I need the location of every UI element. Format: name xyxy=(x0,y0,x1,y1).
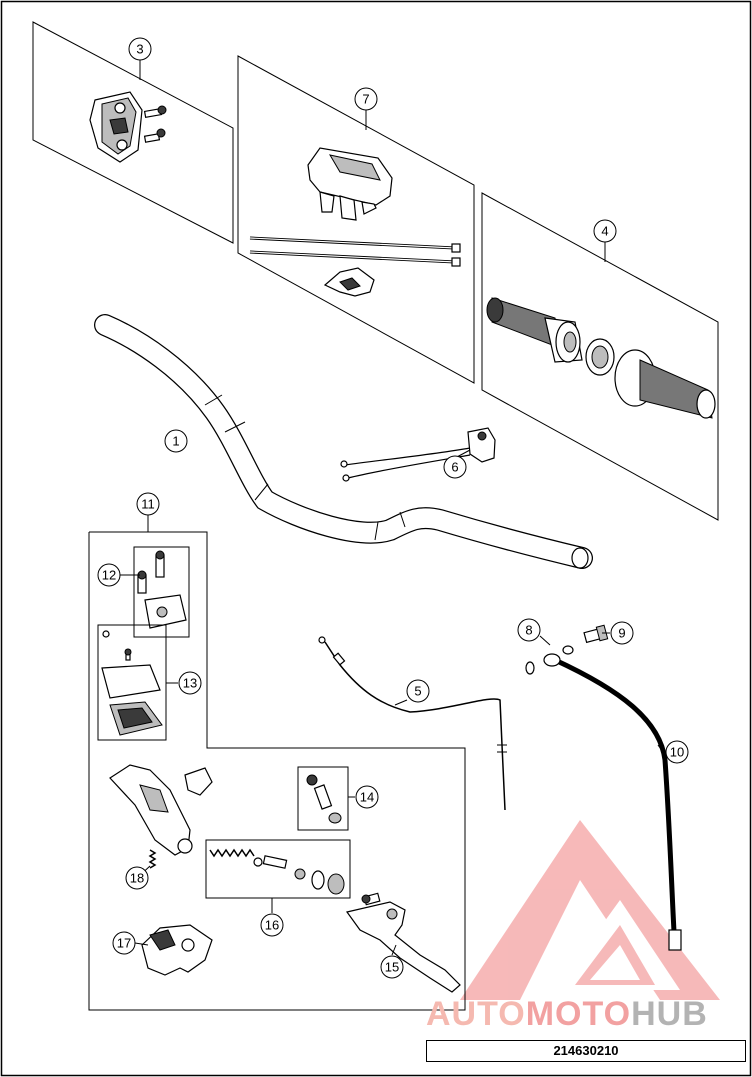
svg-text:13: 13 xyxy=(183,676,197,691)
svg-text:3: 3 xyxy=(136,42,143,57)
cable-tie-part xyxy=(249,236,461,267)
callout-18: 18 xyxy=(125,866,149,890)
callout-6: 6 xyxy=(443,455,467,479)
group-11-outline xyxy=(88,515,466,1011)
callout-16: 16 xyxy=(260,913,284,937)
callout-9: 9 xyxy=(610,621,634,645)
small-spring-part xyxy=(148,849,157,869)
svg-text:1: 1 xyxy=(172,434,179,449)
kill-switch-part xyxy=(340,427,496,482)
clutch-cable-part xyxy=(318,636,507,811)
callout-10: 10 xyxy=(665,740,689,764)
banjo-bolt-part xyxy=(583,624,609,644)
svg-text:7: 7 xyxy=(362,92,369,107)
watermark-logo xyxy=(460,820,720,1000)
svg-text:4: 4 xyxy=(601,224,608,239)
group-16-box xyxy=(205,839,351,899)
reference-code-box: 214630210 xyxy=(426,1040,746,1062)
callout-8: 8 xyxy=(517,618,541,642)
group-12-box xyxy=(133,546,190,638)
svg-text:18: 18 xyxy=(130,871,144,886)
watermark-part-auto: AUTO xyxy=(426,995,526,1033)
group-7-panel xyxy=(237,55,475,384)
group-4-panel xyxy=(481,192,719,521)
svg-text:9: 9 xyxy=(618,626,625,641)
callout-11: 11 xyxy=(136,492,160,516)
throttle-tube-part xyxy=(585,338,615,376)
master-cylinder-part xyxy=(109,764,213,856)
brake-lever-part xyxy=(345,892,461,993)
callout-5: 5 xyxy=(406,679,430,703)
washer-part xyxy=(525,645,574,675)
group-3-panel xyxy=(32,21,234,244)
watermark-part-moto: MOTO xyxy=(525,995,632,1033)
callout-17: 17 xyxy=(112,931,136,955)
callout-4: 4 xyxy=(593,219,617,243)
handlebar-part xyxy=(94,314,593,569)
handlebar-pad-part xyxy=(307,147,393,221)
callout-14: 14 xyxy=(355,785,379,809)
svg-text:15: 15 xyxy=(385,960,399,975)
callout-15: 15 xyxy=(380,955,404,979)
bracket-part xyxy=(323,267,375,297)
lever-guard-part xyxy=(141,924,213,976)
bolt-part xyxy=(143,105,167,143)
svg-text:16: 16 xyxy=(265,918,279,933)
watermark-part-hub: HUB xyxy=(631,995,708,1033)
spring-part xyxy=(209,848,255,858)
grip-left-part xyxy=(486,297,583,363)
svg-text:5: 5 xyxy=(414,684,421,699)
grip-right-part xyxy=(614,349,716,419)
svg-text:8: 8 xyxy=(525,623,532,638)
svg-text:10: 10 xyxy=(670,745,684,760)
svg-text:14: 14 xyxy=(360,790,374,805)
svg-text:12: 12 xyxy=(102,568,116,583)
callout-1: 1 xyxy=(164,429,188,453)
handlebar-clamp-part xyxy=(89,91,143,163)
callout-3: 3 xyxy=(128,37,152,61)
group-13-box xyxy=(97,624,167,741)
callout-13: 13 xyxy=(178,671,202,695)
watermark-text: AUTOMOTOHUB xyxy=(426,994,746,1034)
group-14-box xyxy=(297,766,349,831)
svg-text:11: 11 xyxy=(141,497,155,512)
svg-text:17: 17 xyxy=(117,936,131,951)
brake-hose-part xyxy=(543,653,682,951)
svg-text:6: 6 xyxy=(451,460,458,475)
callout-7: 7 xyxy=(354,87,378,111)
callout-12: 12 xyxy=(97,563,121,587)
